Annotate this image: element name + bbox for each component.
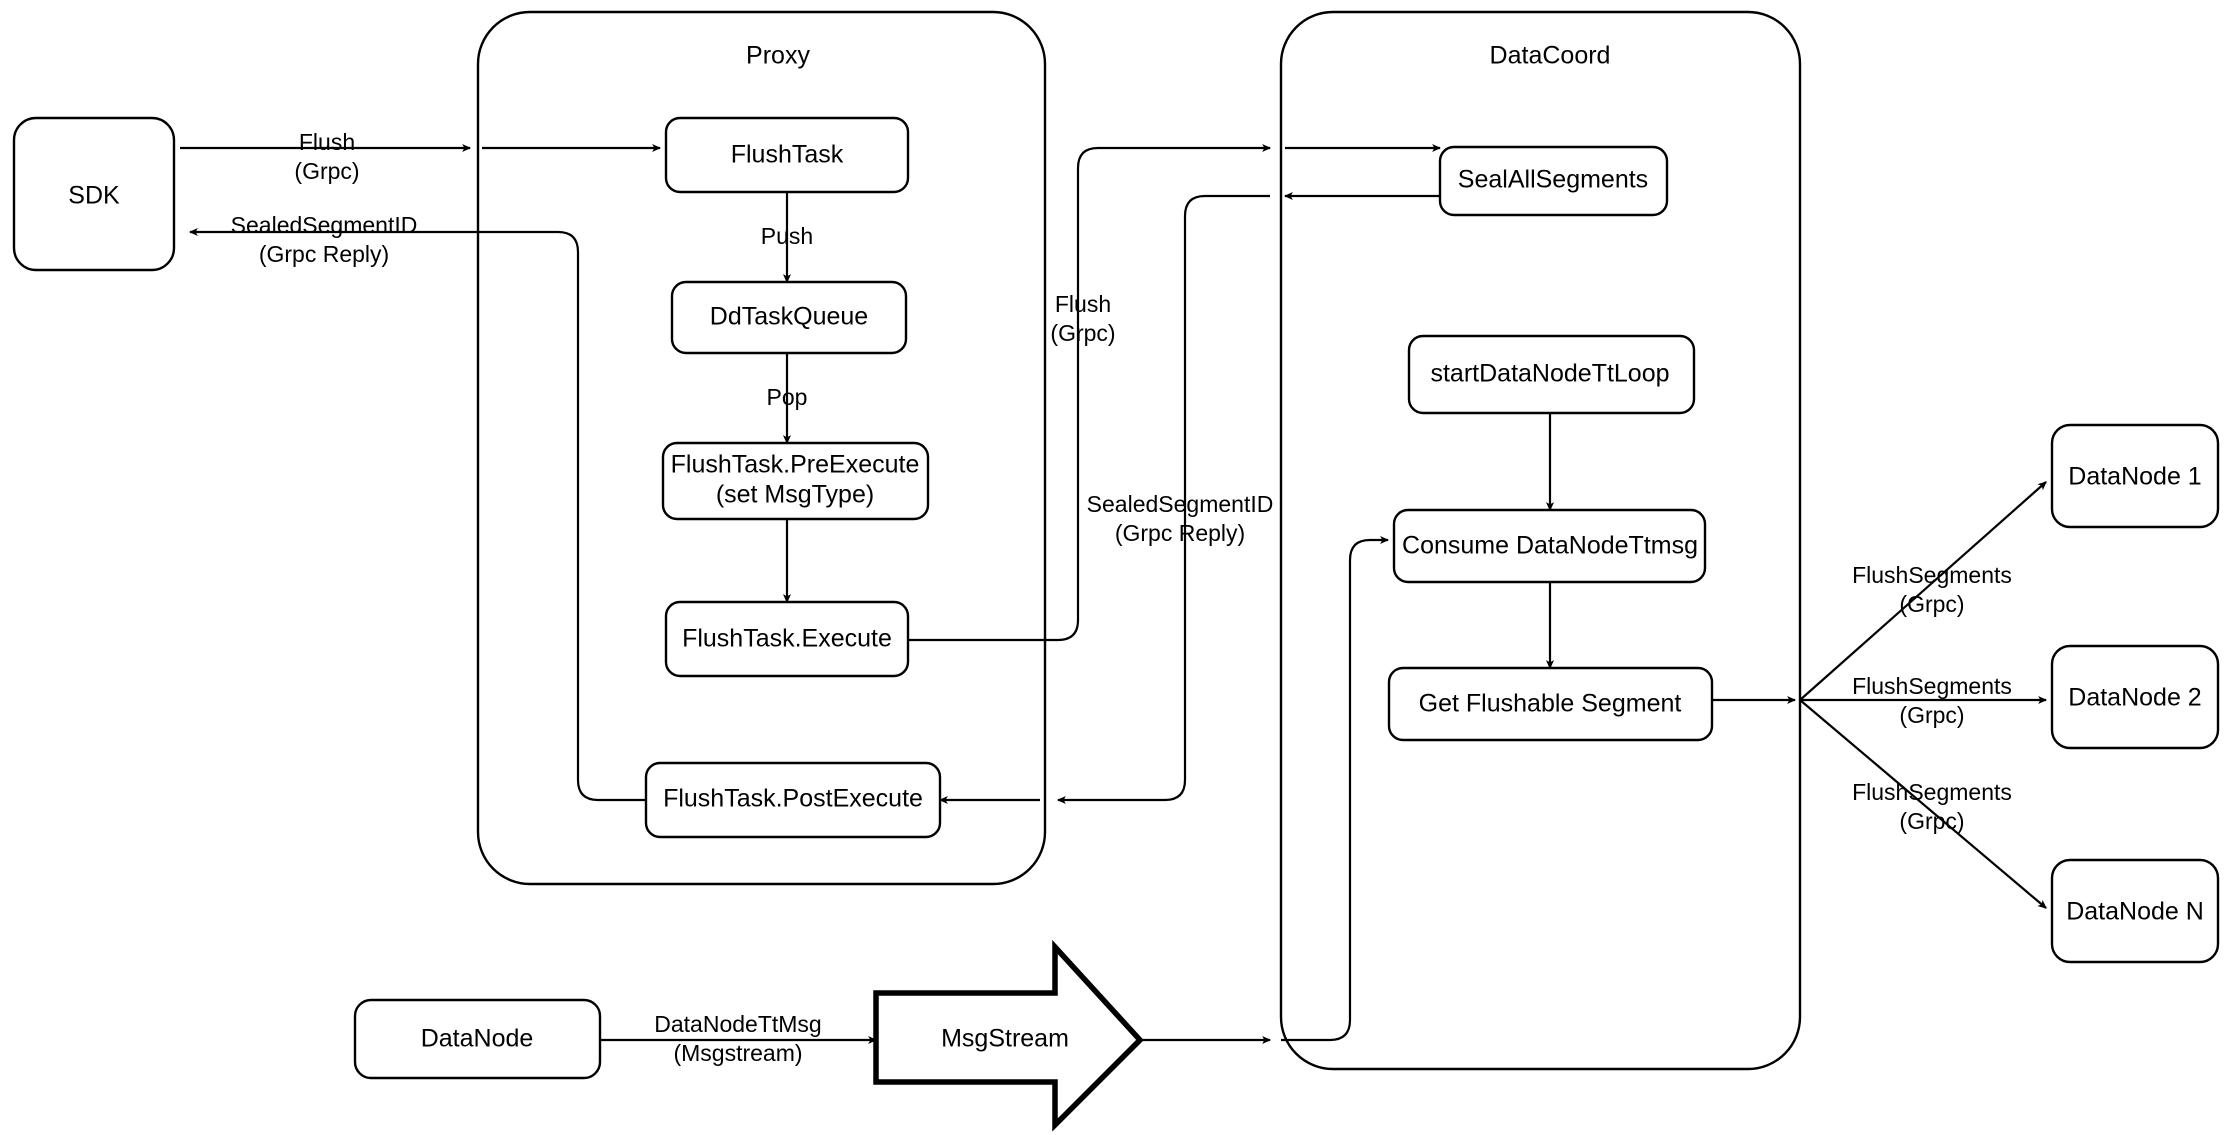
- edge-label-push: Push: [761, 223, 813, 249]
- node-datanode-source[interactable]: [353, 998, 602, 1080]
- edge-postexecute-to-sdk: [188, 227, 646, 802]
- edge-label-sealedsegmentid-reply-l1: SealedSegmentID: [231, 212, 418, 238]
- edge-msgstream-to-consume: [1281, 535, 1390, 1042]
- node-datanode-source-label: DataNode: [421, 1025, 534, 1053]
- edge-fanout-to-datanode-n: [1799, 699, 2047, 909]
- node-consume-datanodettmsg[interactable]: [1392, 508, 1707, 584]
- node-startdatanodettloop-label: startDataNodeTtLoop: [1430, 360, 1669, 388]
- edge-execute-to-datacoord: [907, 143, 1272, 642]
- node-flushtask-postexecute-label: FlushTask.PostExecute: [663, 785, 923, 813]
- node-flushtask-preexecute-label-line1: FlushTask.PreExecute: [671, 451, 920, 479]
- node-datanode-1-label: DataNode 1: [2068, 463, 2201, 491]
- edge-label-datanodettmsg-l2: (Msgstream): [673, 1040, 802, 1066]
- node-flushtask-preexecute-label-line2: (set MsgType): [716, 481, 874, 509]
- edge-label-flush-grpc-l2: (Grpc): [294, 158, 359, 184]
- edge-label-flushsegments-2-l1: FlushSegments: [1852, 673, 2012, 699]
- node-get-flushable-segment-label: Get Flushable Segment: [1419, 690, 1682, 718]
- node-msgstream-arrow-shape[interactable]: [873, 939, 1144, 1132]
- node-datanode-2[interactable]: [2050, 644, 2220, 750]
- node-flushtask-preexecute[interactable]: [661, 441, 930, 521]
- node-startdatanodettloop[interactable]: [1407, 334, 1696, 415]
- container-proxy-label: Proxy: [746, 42, 810, 70]
- node-sealallsegments-label: SealAllSegments: [1458, 166, 1648, 194]
- node-flushtask[interactable]: [664, 116, 910, 194]
- node-flushtask-postexecute[interactable]: [644, 761, 942, 839]
- edge-label-flush-grpc-l1: Flush: [299, 129, 355, 155]
- node-datanode-n[interactable]: [2050, 858, 2220, 964]
- edge-label-flushsegments-2-l2: (Grpc): [1899, 702, 1964, 728]
- node-msgstream-label: MsgStream: [941, 1025, 1069, 1053]
- edge-label-flushsegments-1-l1: FlushSegments: [1852, 562, 2012, 588]
- node-ddtaskqueue[interactable]: [670, 280, 908, 355]
- edge-label-coord-sealedsegmentid-l2: (Grpc Reply): [1115, 520, 1245, 546]
- node-datanode-n-label: DataNode N: [2066, 898, 2204, 926]
- node-consume-datanodettmsg-label: Consume DataNodeTtmsg: [1402, 532, 1698, 560]
- node-sdk[interactable]: [12, 116, 176, 272]
- edge-fanout-to-datanode-1: [1799, 481, 2047, 701]
- edge-label-flushsegments-n-l2: (Grpc): [1899, 808, 1964, 834]
- edge-label-sealedsegmentid-reply-l2: (Grpc Reply): [259, 241, 389, 267]
- node-datanode-2-label: DataNode 2: [2068, 684, 2201, 712]
- container-datacoord-label: DataCoord: [1490, 42, 1611, 70]
- edge-label-flushsegments-1-l2: (Grpc): [1899, 591, 1964, 617]
- edge-label-coord-sealedsegmentid-l1: SealedSegmentID: [1087, 491, 1274, 517]
- edge-label-datanodettmsg-l1: DataNodeTtMsg: [654, 1011, 821, 1037]
- edge-label-proxy-flush-grpc-l1: Flush: [1055, 291, 1111, 317]
- node-flushtask-execute-label: FlushTask.Execute: [682, 625, 892, 653]
- node-sealallsegments[interactable]: [1438, 145, 1669, 217]
- node-get-flushable-segment[interactable]: [1387, 666, 1714, 742]
- edge-label-proxy-flush-grpc-l2: (Grpc): [1050, 320, 1115, 346]
- node-datanode-1[interactable]: [2050, 423, 2220, 529]
- node-ddtaskqueue-label: DdTaskQueue: [710, 303, 868, 331]
- edge-label-pop: Pop: [767, 384, 808, 410]
- node-flushtask-label: FlushTask: [731, 141, 844, 169]
- edge-label-flushsegments-n-l1: FlushSegments: [1852, 779, 2012, 805]
- node-sdk-label: SDK: [68, 182, 120, 210]
- node-flushtask-execute[interactable]: [664, 600, 910, 678]
- edge-datacoord-to-postexecute: [1056, 194, 1270, 805]
